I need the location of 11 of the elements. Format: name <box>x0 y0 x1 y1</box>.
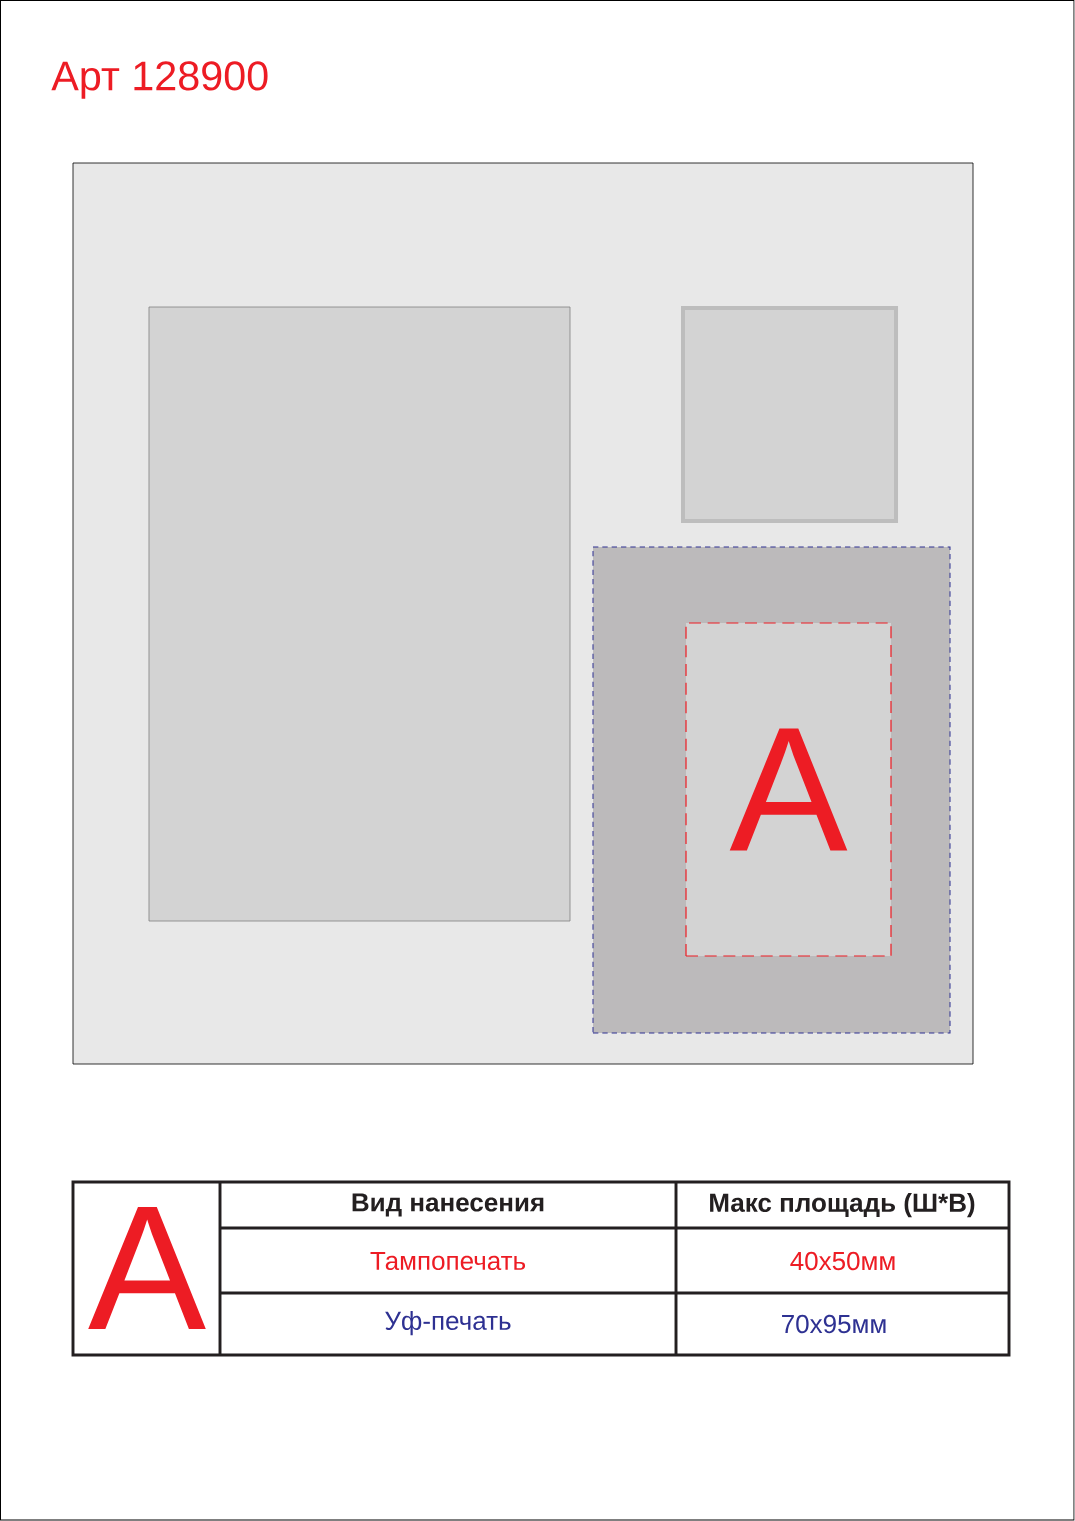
table-cell-text: 70x95мм <box>782 1314 886 1334</box>
column-header: Вид нанесения <box>352 1193 544 1217</box>
pad-print-area: A <box>685 622 892 957</box>
table-cell-text: Уф-печать <box>385 1310 511 1336</box>
square-area <box>681 306 898 523</box>
table-cell-text: 40x50мм <box>790 1251 895 1271</box>
table-marker: A <box>88 1207 206 1329</box>
panel-area <box>148 306 571 922</box>
column-header: Макс площадь (Ш*В) <box>710 1192 975 1218</box>
title: Арт 128900 <box>51 61 268 99</box>
table-cell-text: Тампопечать <box>370 1251 526 1271</box>
